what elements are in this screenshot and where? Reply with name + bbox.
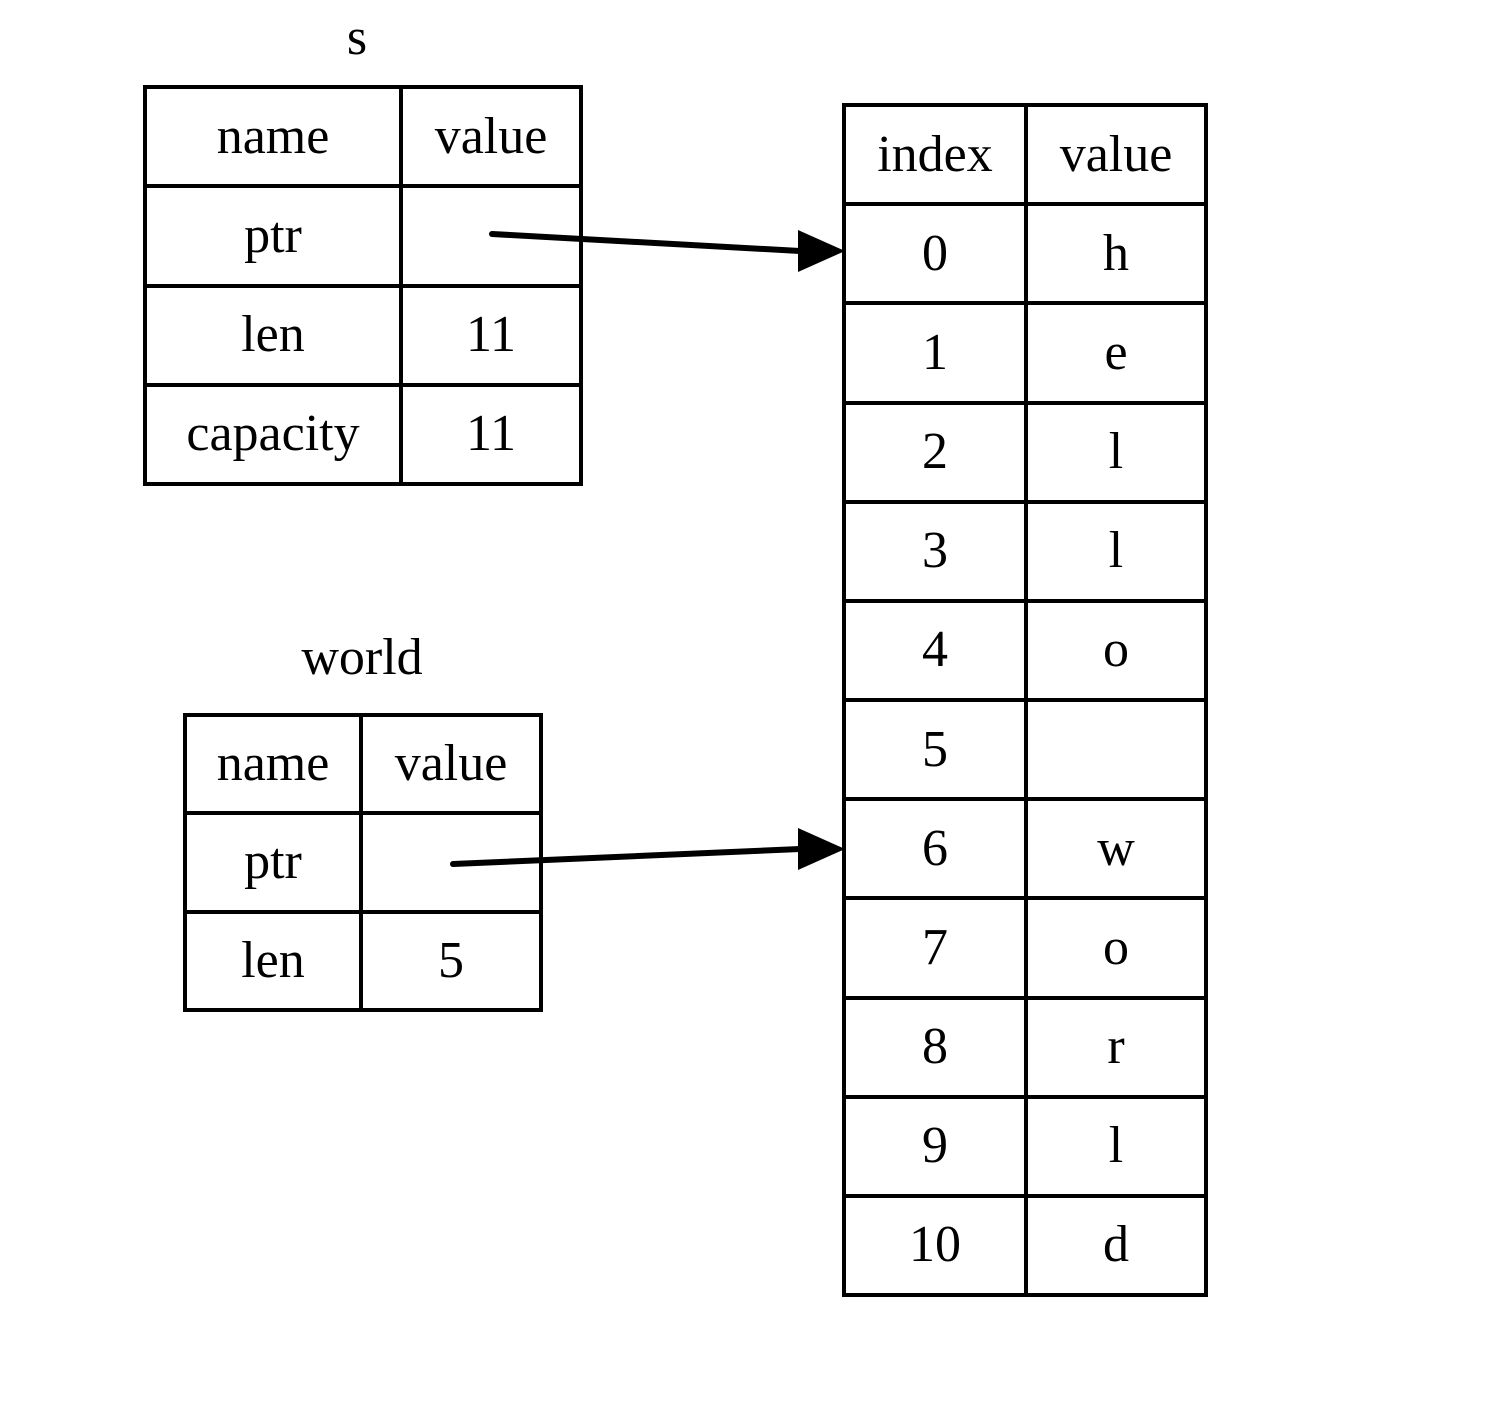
struct-s-table: name value ptr len 11 capacity 11: [143, 85, 583, 486]
table-row-header: name value: [187, 717, 539, 816]
table-row: len 11: [147, 287, 579, 387]
table-row: 7 o: [846, 900, 1204, 1000]
struct-s-field-ptr-name: ptr: [147, 188, 403, 284]
heap-index-10: 10: [846, 1197, 1028, 1294]
struct-s-field-capacity-value: 11: [465, 405, 517, 463]
heap-index-9: 9: [846, 1098, 1028, 1194]
struct-world-field-ptr-value: [363, 815, 539, 909]
heap-value-8: r: [1107, 1018, 1125, 1076]
struct-s-header-value: value: [434, 107, 548, 165]
struct-world-field-ptr-name: ptr: [187, 815, 363, 910]
struct-s-field-capacity-name: capacity: [147, 386, 403, 482]
struct-world-header-name: name: [187, 717, 363, 812]
table-row: 8 r: [846, 999, 1204, 1099]
struct-s-header-name: name: [147, 89, 403, 185]
heap-value-9: l: [1108, 1117, 1124, 1175]
table-row: 3 l: [846, 503, 1204, 603]
table-row: 0 h: [846, 206, 1204, 306]
struct-s-field-ptr-value: [403, 188, 579, 283]
heap-value-5: [1028, 702, 1204, 797]
heap-index-0: 0: [846, 206, 1028, 302]
struct-s-field-len-name: len: [147, 287, 403, 383]
table-row: ptr: [187, 815, 539, 914]
table-row: capacity 11: [147, 386, 579, 482]
table-row: 10 d: [846, 1197, 1204, 1294]
heap-buffer-table: index value 0 h 1 e 2 l 3 l 4 o 5 6 w: [842, 103, 1208, 1297]
heap-index-4: 4: [846, 602, 1028, 699]
heap-value-4: o: [1103, 621, 1129, 679]
struct-world-field-len-name: len: [187, 913, 363, 1008]
heap-value-10: d: [1103, 1216, 1129, 1274]
struct-world-field-len-value: 5: [438, 931, 464, 989]
table-row: 6 w: [846, 801, 1204, 901]
heap-index-6: 6: [846, 801, 1028, 897]
heap-index-1: 1: [846, 305, 1028, 401]
table-row-header: name value: [147, 89, 579, 189]
heap-value-7: o: [1103, 918, 1129, 976]
heap-index-3: 3: [846, 503, 1028, 599]
heap-index-7: 7: [846, 900, 1028, 996]
struct-world-header-value: value: [394, 735, 508, 793]
table-row: 5: [846, 702, 1204, 802]
heap-index-5: 5: [846, 702, 1028, 798]
heap-header-value: value: [1059, 125, 1173, 183]
heap-index-2: 2: [846, 404, 1028, 500]
table-row: 9 l: [846, 1098, 1204, 1198]
heap-value-0: h: [1103, 224, 1129, 282]
heap-value-1: e: [1104, 323, 1128, 381]
struct-s-field-len-value: 11: [465, 306, 517, 364]
table-row: 1 e: [846, 305, 1204, 405]
table-row: ptr: [147, 188, 579, 288]
table-row-header: index value: [846, 107, 1204, 207]
heap-header-index: index: [846, 107, 1028, 203]
heap-value-2: l: [1108, 423, 1124, 481]
table-row: 2 l: [846, 404, 1204, 504]
heap-index-8: 8: [846, 999, 1028, 1095]
struct-world-label: world: [301, 629, 423, 686]
table-row: len 5: [187, 913, 539, 1008]
heap-value-6: w: [1097, 819, 1135, 877]
struct-world-table: name value ptr len 5: [183, 713, 543, 1012]
struct-s-label: s: [346, 9, 368, 66]
table-row: 4 o: [846, 602, 1204, 703]
heap-value-3: l: [1108, 522, 1124, 580]
